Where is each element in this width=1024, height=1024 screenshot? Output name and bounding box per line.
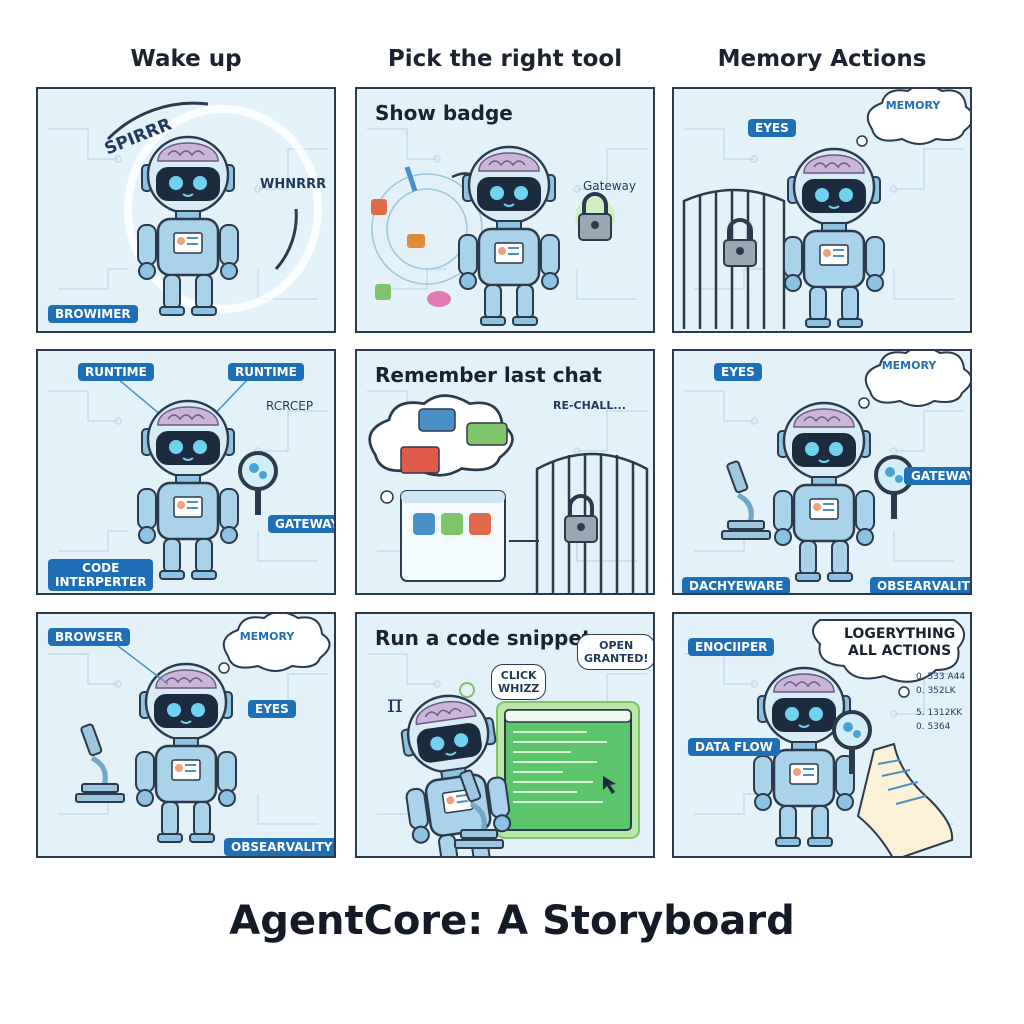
column-title-memory-actions: Memory Actions bbox=[717, 46, 927, 72]
tag-eyes: EYES bbox=[748, 119, 796, 137]
sound-effect-recall: RE-CHALL... bbox=[553, 399, 626, 412]
tag-data-flow: DATA FLOW bbox=[688, 738, 780, 756]
panel-illustration bbox=[366, 128, 648, 327]
panel-illustration bbox=[47, 101, 329, 317]
code-interpreter-line-1: CODE bbox=[82, 561, 120, 575]
log-cloud-label: LOGERYTHING ALL ACTIONS bbox=[844, 626, 956, 659]
tag-observability: OBSEARVALITY bbox=[870, 577, 970, 593]
panel-illustration bbox=[683, 351, 970, 583]
panel-runtime: RUNTIME RUNTIME RCRCEP GATEWAY CODE INTE… bbox=[36, 349, 336, 595]
panel-wake-up: SPIRRR WHNRRR BROWIMER bbox=[36, 87, 336, 333]
column-title-pick-tool: Pick the right tool bbox=[387, 46, 623, 72]
panel-observe: EYES MEMORY GATEWAY DACHYEWARE OBSEARVAL… bbox=[672, 349, 972, 595]
envelope-icon bbox=[400, 446, 440, 474]
log-value-2: 0. 352LK bbox=[916, 686, 956, 696]
scroll-document bbox=[856, 742, 954, 856]
pi-symbol: π bbox=[387, 690, 403, 718]
storyboard-title: AgentCore: A Storyboard bbox=[229, 898, 795, 944]
panel-show-badge: Show badge Gateway bbox=[355, 87, 655, 333]
tag-gateway: GATEWAY bbox=[904, 467, 970, 485]
tag-dachyeware: DACHYEWARE bbox=[682, 577, 791, 593]
panel-browser: BROWSER MEMORY EYES OBSEARVALITY bbox=[36, 612, 336, 858]
panel-illustration bbox=[682, 89, 970, 329]
tag-runtime-left: RUNTIME bbox=[78, 363, 154, 381]
panel-illustration bbox=[366, 653, 648, 856]
tag-browser: BROWIMER bbox=[48, 305, 138, 323]
label-rcrcep: RCRCEP bbox=[266, 399, 314, 413]
cursor-icon bbox=[603, 776, 616, 794]
tag-observability: OBSEARVALITY bbox=[224, 838, 334, 856]
gateway-label: Gateway bbox=[583, 179, 637, 193]
wrench-icon bbox=[404, 166, 418, 192]
hammer-icon bbox=[407, 234, 425, 248]
panel-caption: Run a code snippet bbox=[375, 626, 592, 650]
tag-browser: BROWSER bbox=[48, 628, 130, 646]
memory-cloud-label: MEMORY bbox=[885, 99, 941, 112]
panel-illustration bbox=[366, 390, 649, 593]
log-value-1: 0. 533 A44 bbox=[916, 672, 966, 682]
thought-cloud bbox=[812, 619, 965, 683]
code-interpreter-line-2: INTERPERTER bbox=[55, 575, 147, 589]
gear-icon bbox=[459, 682, 475, 698]
panel-illustration bbox=[47, 614, 331, 844]
panel-illustration bbox=[47, 378, 329, 581]
tag-gateway: GATEWAY bbox=[268, 515, 334, 533]
column-title-wake-up: Wake up bbox=[130, 46, 242, 72]
tool-icon bbox=[375, 284, 391, 300]
log-value-4: 0. 5364 bbox=[916, 722, 951, 732]
tag-eyes: EYES bbox=[714, 363, 762, 381]
browser-window bbox=[400, 490, 506, 582]
chat-icon bbox=[418, 408, 456, 432]
chat-icon bbox=[466, 422, 508, 446]
panel-caption: Remember last chat bbox=[375, 363, 602, 387]
panel-remember-chat: Remember last chat RE-CHALL... bbox=[355, 349, 655, 595]
panel-log-everything: ENOCIIPER DATA FLOW LOGERYTHING ALL ACTI… bbox=[672, 612, 972, 858]
tag-code-interpreter: CODE INTERPERTER bbox=[48, 559, 154, 591]
panel-caption: Show badge bbox=[375, 101, 513, 125]
speech-bubble-click-whizz: CLICK WHIZZ bbox=[491, 664, 547, 700]
memory-cloud-label: MEMORY bbox=[239, 630, 295, 643]
tag-runtime-right: RUNTIME bbox=[228, 363, 304, 381]
panel-memory-gate: EYES MEMORY bbox=[672, 87, 972, 333]
speech-bubble-open-granted: OPEN GRANTED! bbox=[577, 634, 653, 670]
tag-eyes: EYES bbox=[248, 700, 296, 718]
panel-run-code: Run a code snippet OPEN GRANTED! CLICK W… bbox=[355, 612, 655, 858]
sound-effect-whirr: WHNRRR bbox=[260, 177, 327, 192]
tool-icon bbox=[371, 199, 387, 215]
database-icon bbox=[427, 291, 451, 307]
tag-encipher: ENOCIIPER bbox=[688, 638, 775, 656]
memory-cloud-label: MEMORY bbox=[881, 359, 937, 372]
log-value-3: 5. 1312KK bbox=[916, 708, 963, 718]
panel-illustration bbox=[683, 619, 965, 856]
code-window bbox=[504, 709, 632, 831]
